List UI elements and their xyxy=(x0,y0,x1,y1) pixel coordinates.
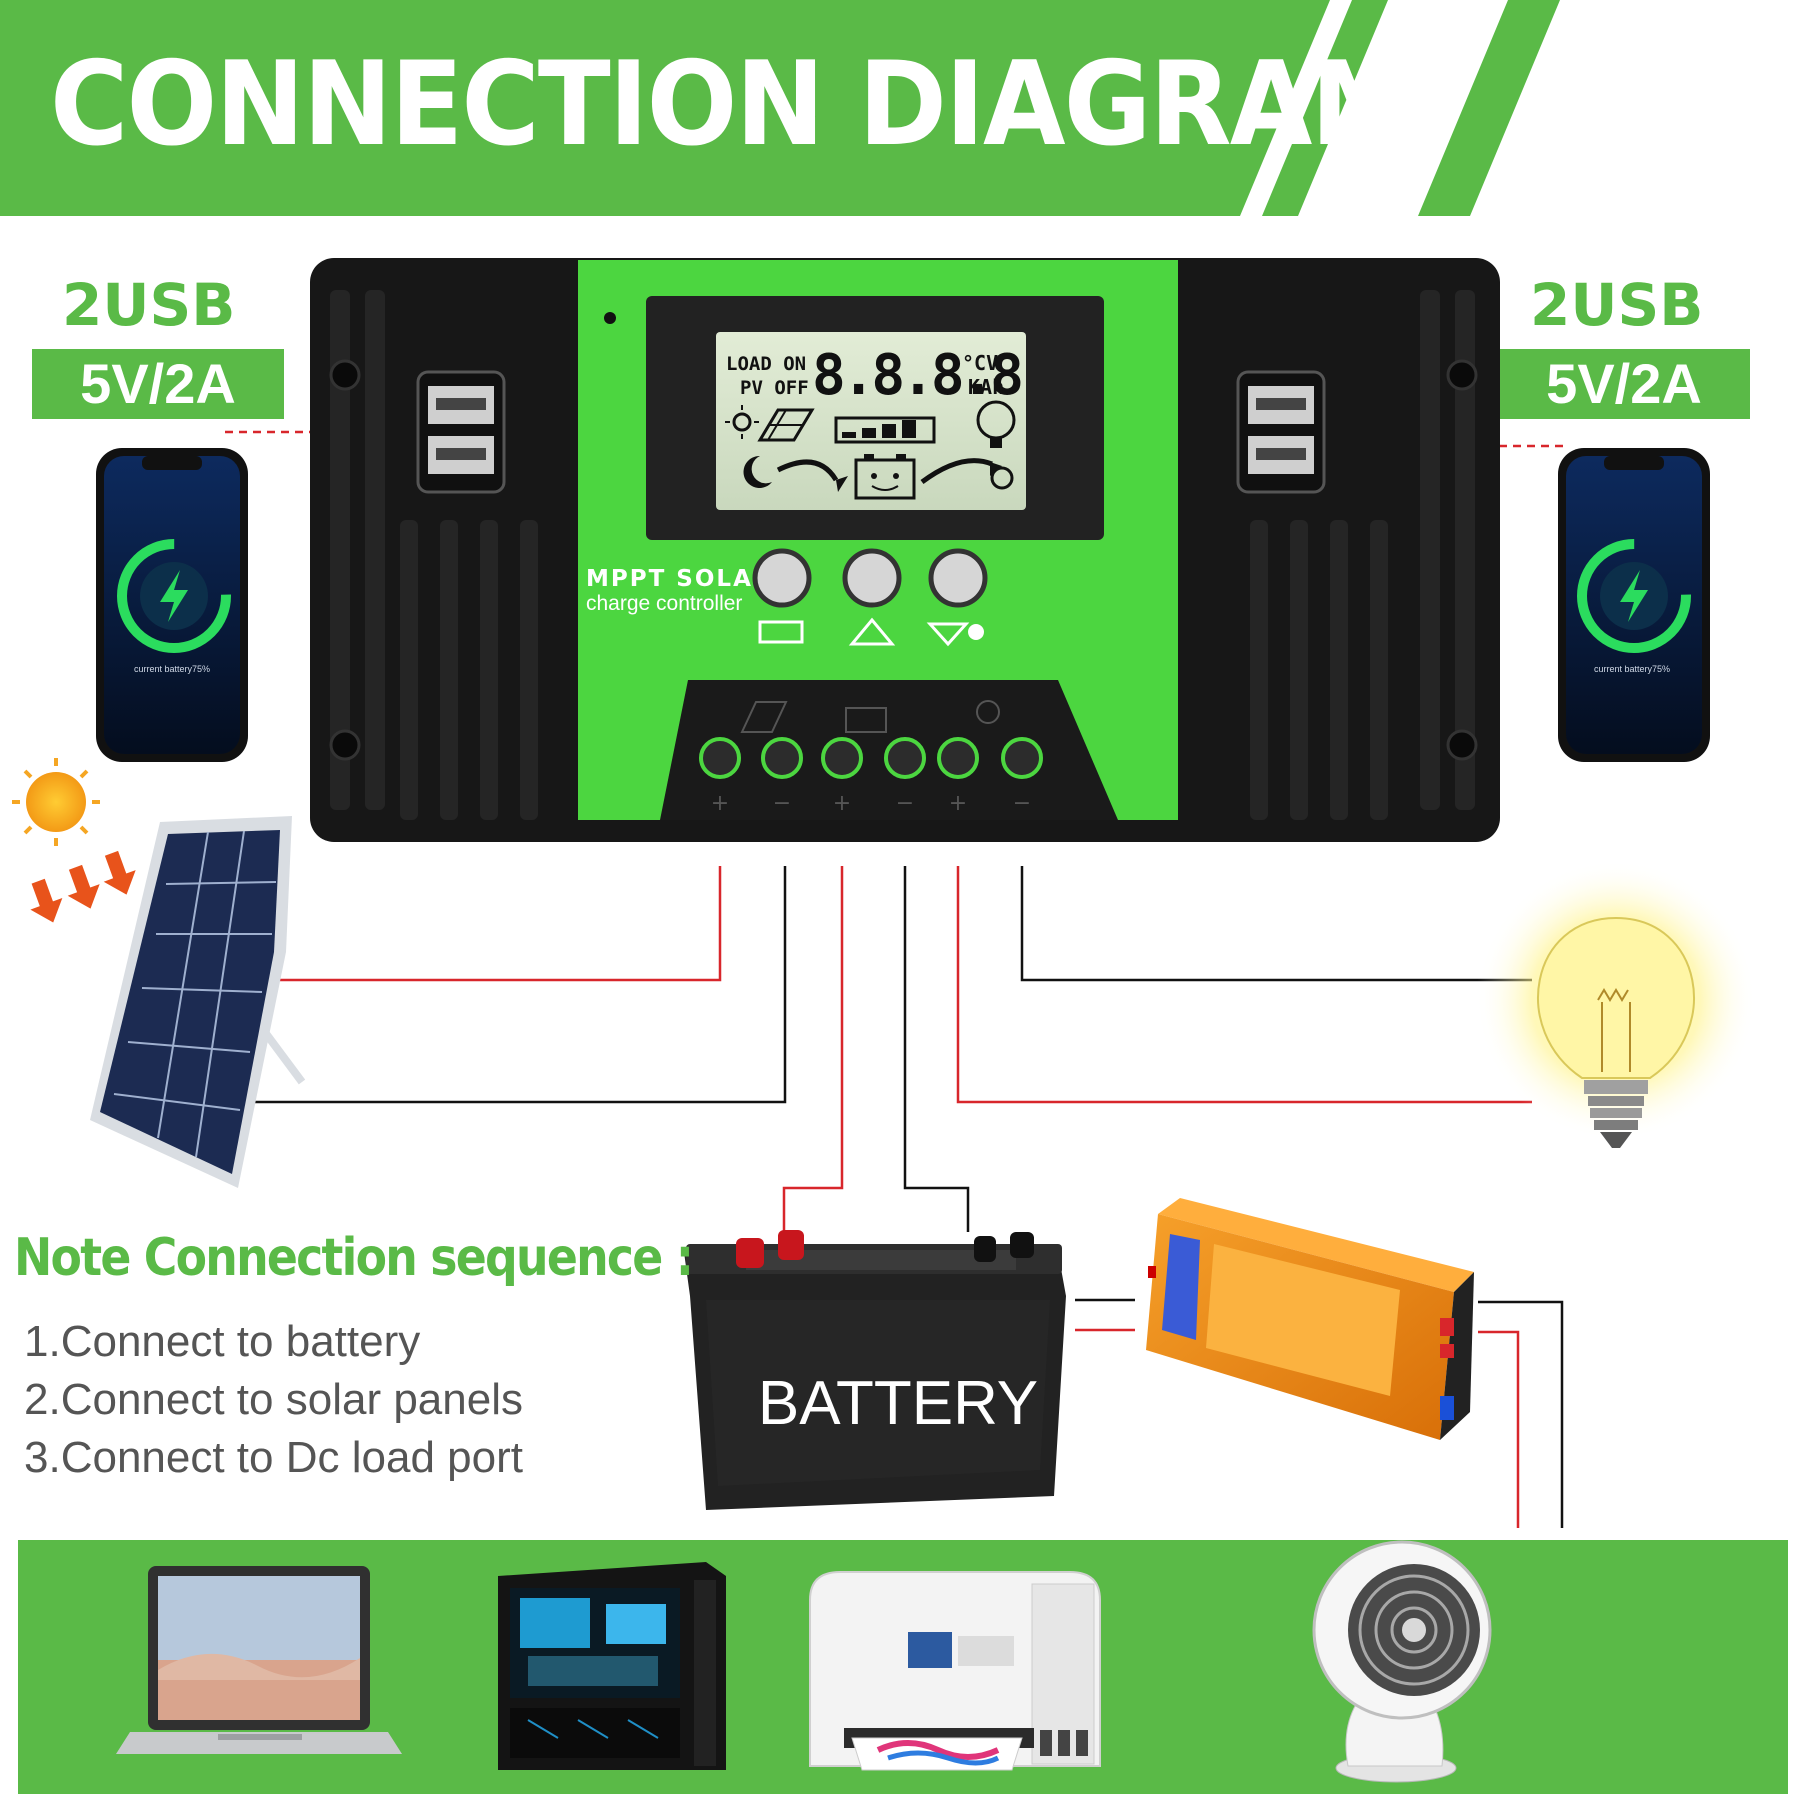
terminal-sign: − xyxy=(773,791,791,816)
lcd-clock-icon xyxy=(990,466,1014,490)
lcd-unit-bottom: KAh xyxy=(968,375,1004,399)
sun-icon xyxy=(12,758,100,846)
loads-canvas xyxy=(116,1540,1492,1783)
lcd-battery-face-icon xyxy=(854,454,916,500)
down-arrow-icon xyxy=(926,622,970,647)
usb-right-title: 2USB xyxy=(1530,271,1704,339)
lcd-digits: 8.8.8.8 xyxy=(812,343,1021,408)
printer-icon xyxy=(809,1571,1101,1771)
lcd-bulb-icon xyxy=(976,400,1016,448)
lcd-panel-icon xyxy=(757,408,815,442)
usb-left-title: 2USB xyxy=(62,271,236,339)
wire-pv-positive xyxy=(222,866,722,982)
load-bulb-small-icon xyxy=(968,624,984,640)
solar-panel-icon xyxy=(90,816,306,1188)
lcd-pv-text: PV OFF xyxy=(740,377,809,399)
desktop-pc-icon xyxy=(498,1562,726,1770)
usb-left-spec: 5V/2A xyxy=(32,349,284,419)
bolt-icon xyxy=(160,570,188,622)
lcd-unit-top: °CV xyxy=(962,351,998,375)
controller-brand-line1: MPPT SOLAR xyxy=(586,566,773,592)
terminal-battery-icon xyxy=(845,707,887,733)
phone-right-caption: current battery75% xyxy=(1594,664,1670,674)
terminal-sign: + xyxy=(833,791,851,816)
lcd-arrow-right-icon xyxy=(920,458,993,485)
wire-battery-negative xyxy=(903,866,970,1232)
lcd-arrow-left-icon xyxy=(776,459,839,482)
inverter-icon xyxy=(1146,1198,1474,1440)
wire-load-negative xyxy=(1020,866,1532,982)
usb-port-icon xyxy=(416,370,506,494)
terminal-signs: + − + − + − xyxy=(711,791,1031,816)
wire-pv-negative xyxy=(222,866,787,1104)
phone-left-caption: current battery75% xyxy=(134,664,210,674)
terminal-sign: + xyxy=(949,791,967,816)
header-banner xyxy=(0,0,1560,216)
terminal-panel-icon xyxy=(740,701,788,733)
wire-fan-red xyxy=(1478,1330,1520,1528)
menu-button[interactable] xyxy=(752,548,812,608)
up-button[interactable] xyxy=(842,548,902,608)
diagram-canvas: LOAD ON PV OFF 8.8.8.8 °CV KAh xyxy=(0,258,1800,1536)
lcd-sun-icon xyxy=(725,405,759,439)
up-arrow-icon xyxy=(848,617,896,646)
phone-charging-icon xyxy=(1558,448,1710,762)
lcd-battery-bar-icon xyxy=(834,416,936,444)
controller-buttons xyxy=(752,548,988,647)
note-title: Note Connection sequence : xyxy=(14,1228,694,1288)
laptop-icon xyxy=(116,1566,402,1754)
battery-label: BATTERY xyxy=(758,1369,1038,1438)
fan-icon xyxy=(1312,1540,1492,1783)
battery-icon xyxy=(684,1230,1066,1510)
down-load-button[interactable] xyxy=(928,548,988,608)
wire-fan-black xyxy=(1478,1300,1564,1528)
wire-battery-positive xyxy=(782,866,844,1232)
bolt-icon xyxy=(1620,570,1648,622)
terminal-sign: + xyxy=(711,791,729,816)
lcd-screen: LOAD ON PV OFF 8.8.8.8 °CV KAh xyxy=(725,343,1025,500)
note-step-3: 3.Connect to Dc load port xyxy=(24,1433,523,1482)
wires xyxy=(222,430,1565,1528)
phone-charging-icon xyxy=(96,448,248,762)
usb-right-spec: 5V/2A xyxy=(1498,349,1750,419)
page-title: CONNECTION DIAGRAM xyxy=(50,37,1417,172)
terminal-bulb-icon xyxy=(976,700,1000,724)
controller-brand-line2: charge controller xyxy=(586,592,742,615)
usb-port-icon xyxy=(1236,370,1326,494)
note-step-2: 2.Connect to solar panels xyxy=(24,1375,523,1424)
lcd-moon-icon xyxy=(743,455,772,488)
menu-icon xyxy=(758,620,804,644)
light-bulb-icon xyxy=(1476,860,1756,1148)
note-step-1: 1.Connect to battery xyxy=(24,1317,421,1366)
terminals xyxy=(699,737,1043,779)
lcd-load-text: LOAD ON xyxy=(726,353,806,375)
terminal-sign: − xyxy=(896,791,914,816)
sun-rays-arrows-icon xyxy=(30,850,136,923)
wire-load-positive xyxy=(956,866,1532,1104)
terminal-sign: − xyxy=(1013,791,1031,816)
